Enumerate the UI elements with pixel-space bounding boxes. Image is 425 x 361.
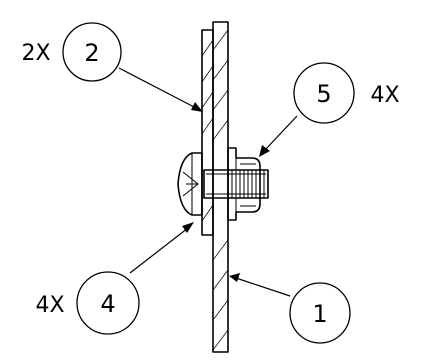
part-1-hatching <box>212 29 229 351</box>
part-4-bolt <box>177 152 203 216</box>
callout-4: 4 4X <box>35 271 140 335</box>
callout-5-quantity: 4X <box>370 83 399 108</box>
callout-4-quantity: 4X <box>35 293 64 318</box>
callout-5-number: 5 <box>316 80 331 108</box>
callout-2-quantity: 2X <box>21 41 50 66</box>
leader-5 <box>259 115 298 157</box>
callout-1-number: 1 <box>312 300 327 328</box>
callout-1: 1 <box>289 282 351 344</box>
callout-4-number: 4 <box>100 290 115 318</box>
part-5-nut <box>227 147 261 221</box>
callout-2: 2 2X <box>21 22 122 82</box>
part-1-plate <box>212 21 229 353</box>
callout-5: 5 4X <box>293 62 400 124</box>
leader-2 <box>118 67 203 112</box>
callout-2-number: 2 <box>84 39 99 67</box>
leader-1 <box>229 273 291 297</box>
leader-4 <box>129 222 194 274</box>
part-2-plate <box>201 29 214 236</box>
part-2-hatching <box>201 39 214 222</box>
